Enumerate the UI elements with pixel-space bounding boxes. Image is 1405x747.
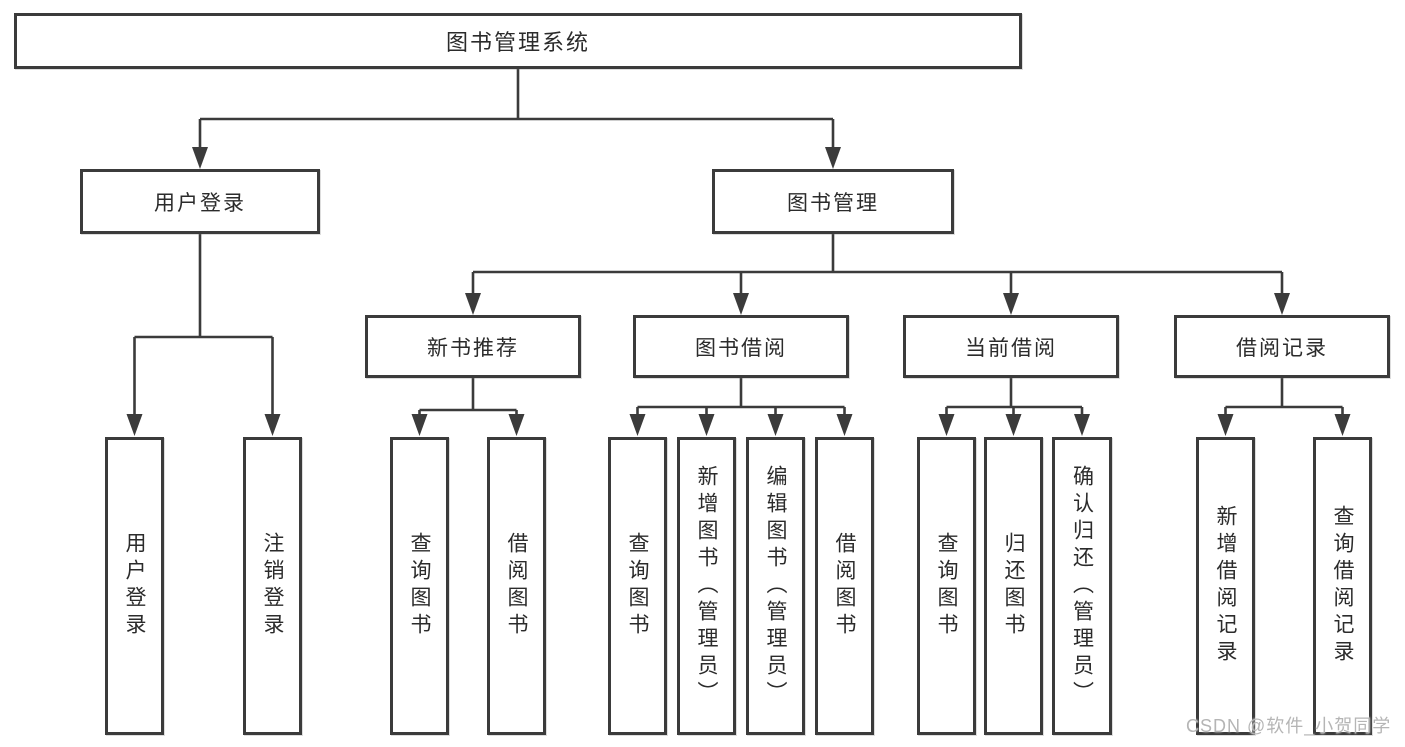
- node-current-borrowing: 当前借阅: [903, 315, 1119, 378]
- node-label: 新增图书（管理员）: [695, 464, 718, 708]
- arrowheads: [126, 147, 1351, 436]
- node-book-management: 图书管理: [712, 169, 954, 234]
- node-label: 查询图书: [626, 532, 649, 640]
- node-label: 用户登录: [123, 532, 146, 640]
- node-new-book-recommend: 新书推荐: [365, 315, 581, 378]
- node-label: 确认归还（管理员）: [1070, 464, 1094, 708]
- leaf-query-books-recommend: 查询图书: [390, 437, 449, 735]
- leaf-add-books-admin: 新增图书（管理员）: [677, 437, 736, 735]
- leaf-query-books-borrowing: 查询图书: [608, 437, 667, 735]
- leaf-add-borrow-record: 新增借阅记录: [1196, 437, 1255, 735]
- node-user-login: 用户登录: [80, 169, 320, 234]
- node-label: 图书管理: [787, 191, 879, 215]
- leaf-query-borrow-record: 查询借阅记录: [1313, 437, 1372, 735]
- node-label: 当前借阅: [965, 336, 1057, 360]
- node-label: 新书推荐: [427, 336, 519, 360]
- node-label: 归还图书: [1002, 532, 1025, 640]
- leaf-query-books-current: 查询图书: [917, 437, 976, 735]
- node-label: 借阅记录: [1236, 336, 1328, 360]
- node-label: 查询图书: [408, 532, 431, 640]
- node-label: 新增借阅记录: [1214, 505, 1237, 667]
- leaf-edit-books-admin: 编辑图书（管理员）: [746, 437, 805, 735]
- node-label: 查询借阅记录: [1331, 505, 1354, 667]
- leaf-borrow-books-recommend: 借阅图书: [487, 437, 546, 735]
- node-label: 编辑图书（管理员）: [764, 464, 787, 708]
- node-label: 借阅图书: [833, 532, 856, 640]
- node-label: 查询图书: [935, 532, 958, 640]
- node-label: 借阅图书: [505, 532, 528, 640]
- node-label: 用户登录: [154, 191, 246, 215]
- leaf-user-login: 用户登录: [105, 437, 164, 735]
- watermark-text: CSDN @软件_小贺同学: [1186, 716, 1392, 736]
- node-label: 图书借阅: [695, 336, 787, 360]
- leaf-return-books: 归还图书: [984, 437, 1043, 735]
- leaf-borrow-books-borrowing: 借阅图书: [815, 437, 874, 735]
- node-label: 图书管理系统: [445, 30, 590, 55]
- node-label: 注销登录: [261, 532, 284, 640]
- node-borrowing-records: 借阅记录: [1174, 315, 1390, 378]
- node-book-borrowing: 图书借阅: [633, 315, 849, 378]
- leaf-confirm-return-admin: 确认归还（管理员）: [1052, 437, 1112, 735]
- leaf-logout-login: 注销登录: [243, 437, 302, 735]
- node-root: 图书管理系统: [14, 13, 1022, 69]
